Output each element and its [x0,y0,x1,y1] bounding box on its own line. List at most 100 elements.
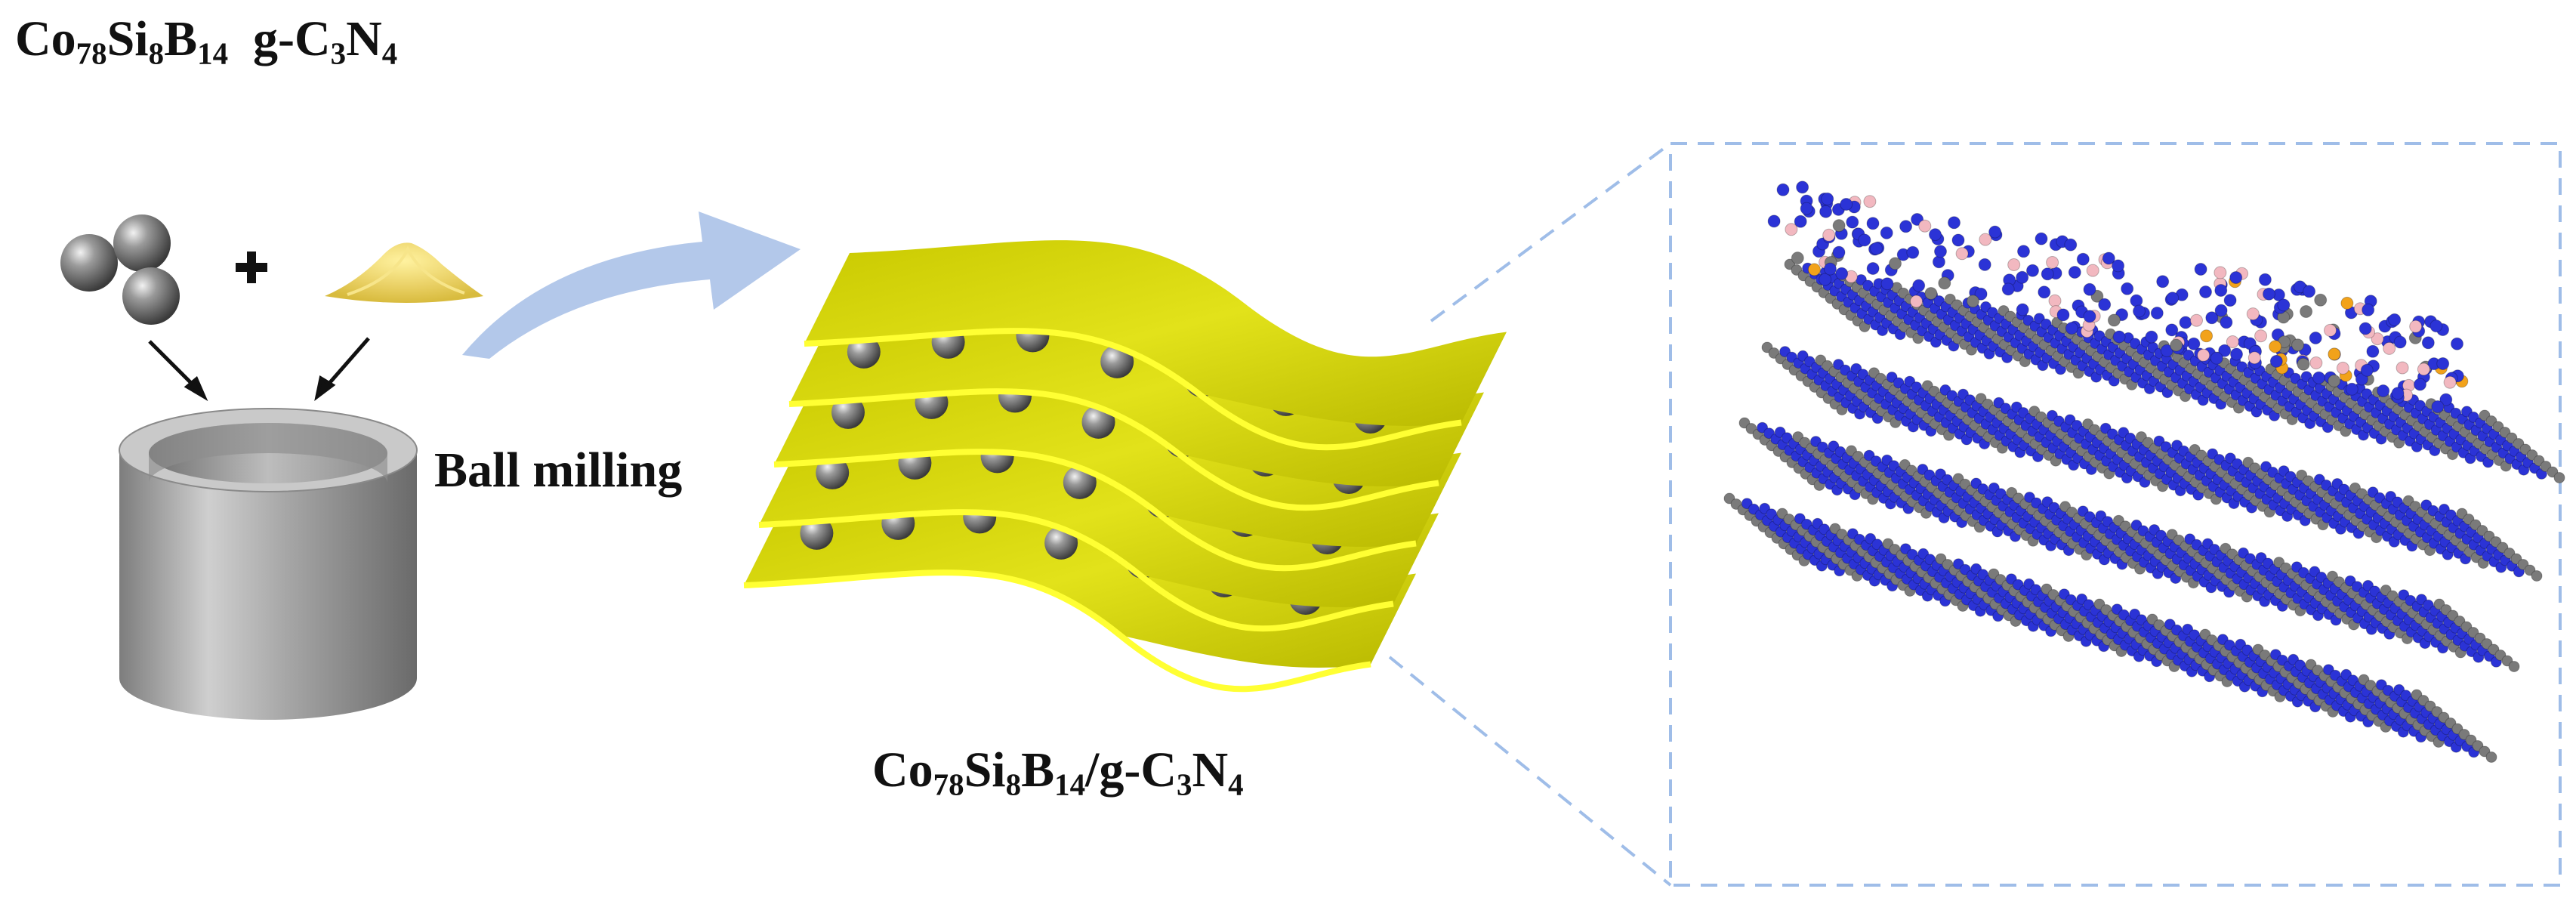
atom-blue [2016,303,2029,316]
atom-blue [1767,214,1781,228]
atom-pink [2409,319,2423,333]
atom-orange [2328,347,2341,361]
atom-grey [1967,295,1979,308]
atom-pink [2396,361,2409,375]
ball-milling-label: Ball milling [434,443,683,498]
atom-pink [2371,332,2384,346]
atom-blue [2112,330,2126,344]
atom-orange [2269,340,2282,353]
atom-blue [2359,322,2372,335]
atom-blue [2436,357,2450,370]
atom-blue [1819,205,1833,218]
sheet-edge [788,388,1439,511]
atom-blue [2016,270,2029,284]
atom-grey [2508,661,2520,672]
atom-blue [1988,225,2002,239]
atom-grey [2300,305,2313,318]
atom-orange [1807,263,1821,276]
atom-blue [1906,245,1920,259]
atom-blue [2056,308,2070,322]
atom-orange [2340,296,2354,310]
atom-blue [2194,263,2207,276]
atom-blue [2429,319,2443,333]
atom-blue [2038,285,2051,299]
atom-pink [1785,223,1798,236]
atom-blue [2076,252,2090,266]
atom-blue [2312,371,2325,384]
atom-pink [2246,307,2260,321]
atom-blue [2165,323,2179,337]
atom-blue [2065,322,2078,335]
atomic-structure-icon [1723,181,2565,763]
atom-grey [1889,257,1902,270]
atom-blue [2223,294,2237,307]
atom-pink [1863,195,1877,208]
atom-blue [2150,307,2164,319]
atom-blue [1880,226,1893,239]
atom-grey [2297,357,2310,371]
atom-orange [2200,329,2214,343]
atom-blue [1840,198,1853,211]
atom-grey [2328,374,2341,387]
atom-blue [1880,277,1894,291]
atom-blue [2145,330,2158,344]
sheet-edge [743,569,1371,693]
atom-pink [2417,363,2430,376]
atom-pink [1955,247,1969,261]
atom-blue [1794,214,1807,228]
atom-blue [2068,266,2081,279]
atom-blue [2026,264,2039,277]
milling-jar-icon [119,408,418,720]
atom-blue [2263,287,2275,301]
atom-pink [2214,266,2227,279]
atom-blue [2187,337,2201,350]
atom-grey [1791,252,1804,265]
atom-blue [2205,311,2219,325]
atom-blue [2269,354,2283,368]
sheet-edge [804,328,1462,451]
sheet-layer [804,240,1507,426]
atom-blue [1866,217,1880,230]
atom-blue [2393,335,2407,349]
atom-grey [2314,293,2328,307]
atom-pink [2309,356,2323,369]
atom-blue [2179,316,2192,329]
atom-blue [1948,216,1961,230]
atom-grey [2170,338,2183,352]
atom-pink [2383,341,2396,355]
atom-grey [1832,219,1846,233]
atom-pink [2048,294,2062,307]
atom-blue [2017,245,2030,258]
atom-blue [1974,287,1988,301]
atom-pink [2324,323,2337,337]
atom-blue [2230,347,2243,361]
atom-grey [2553,472,2565,483]
atom-pink [1979,233,1992,246]
atom-pink [2226,335,2239,348]
atom-pink [2336,361,2349,375]
atom-grey [2291,338,2305,352]
atom-blue [2431,400,2445,413]
atom-pink [2046,256,2059,269]
atom-blue [2064,238,2078,252]
atom-pink [1910,295,1923,308]
atom-blue [2377,384,2390,397]
atom-blue [2041,267,2054,281]
atom-blue [1823,262,1837,276]
plus-icon [236,252,267,283]
atom-pink [2254,329,2268,343]
composite-label: Co78Si8B14/g-C3N4 [872,742,1244,802]
atom-blue [2199,285,2212,298]
atom-grey [2531,570,2543,582]
atom-blue [2388,313,2402,326]
atom-grey [2107,313,2121,327]
atom-blue [1929,228,1942,242]
atom-blue [1978,258,1991,271]
atom-blue [1951,233,1965,247]
atom-blue [1835,267,1849,280]
atom-blue [2414,378,2426,391]
atom-blue [2035,232,2048,245]
atom-blue [2229,271,2243,284]
